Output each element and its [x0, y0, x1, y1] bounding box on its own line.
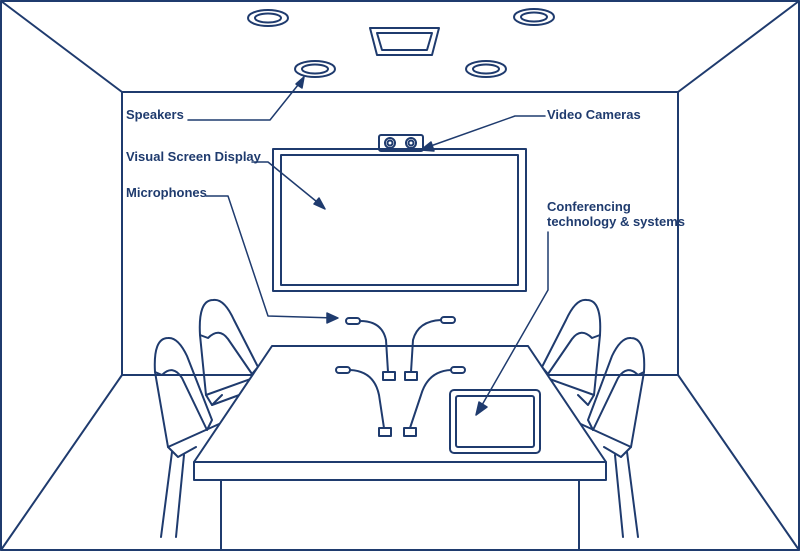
video-camera-icon	[378, 134, 424, 152]
video-cameras-label: Video Cameras	[547, 107, 641, 122]
conference-table	[193, 345, 607, 551]
ceiling-speakers	[247, 8, 555, 78]
chair-front-left	[153, 336, 229, 538]
visual-screen-display-label: Visual Screen Display	[126, 149, 261, 164]
callout-pointers	[187, 76, 549, 416]
conferencing-label-line1: Conferencing	[547, 199, 631, 214]
conferencing-label-line2: technology & systems	[547, 214, 685, 229]
speakers-label: Speakers	[126, 107, 184, 122]
ceiling-light-panel	[369, 27, 440, 56]
microphones-label: Microphones	[126, 185, 207, 200]
microphones	[335, 316, 466, 437]
conferencing-technology-label: Conferencing technology & systems	[547, 199, 685, 229]
conferencing-tablet	[449, 389, 541, 454]
screen-display	[272, 148, 527, 292]
